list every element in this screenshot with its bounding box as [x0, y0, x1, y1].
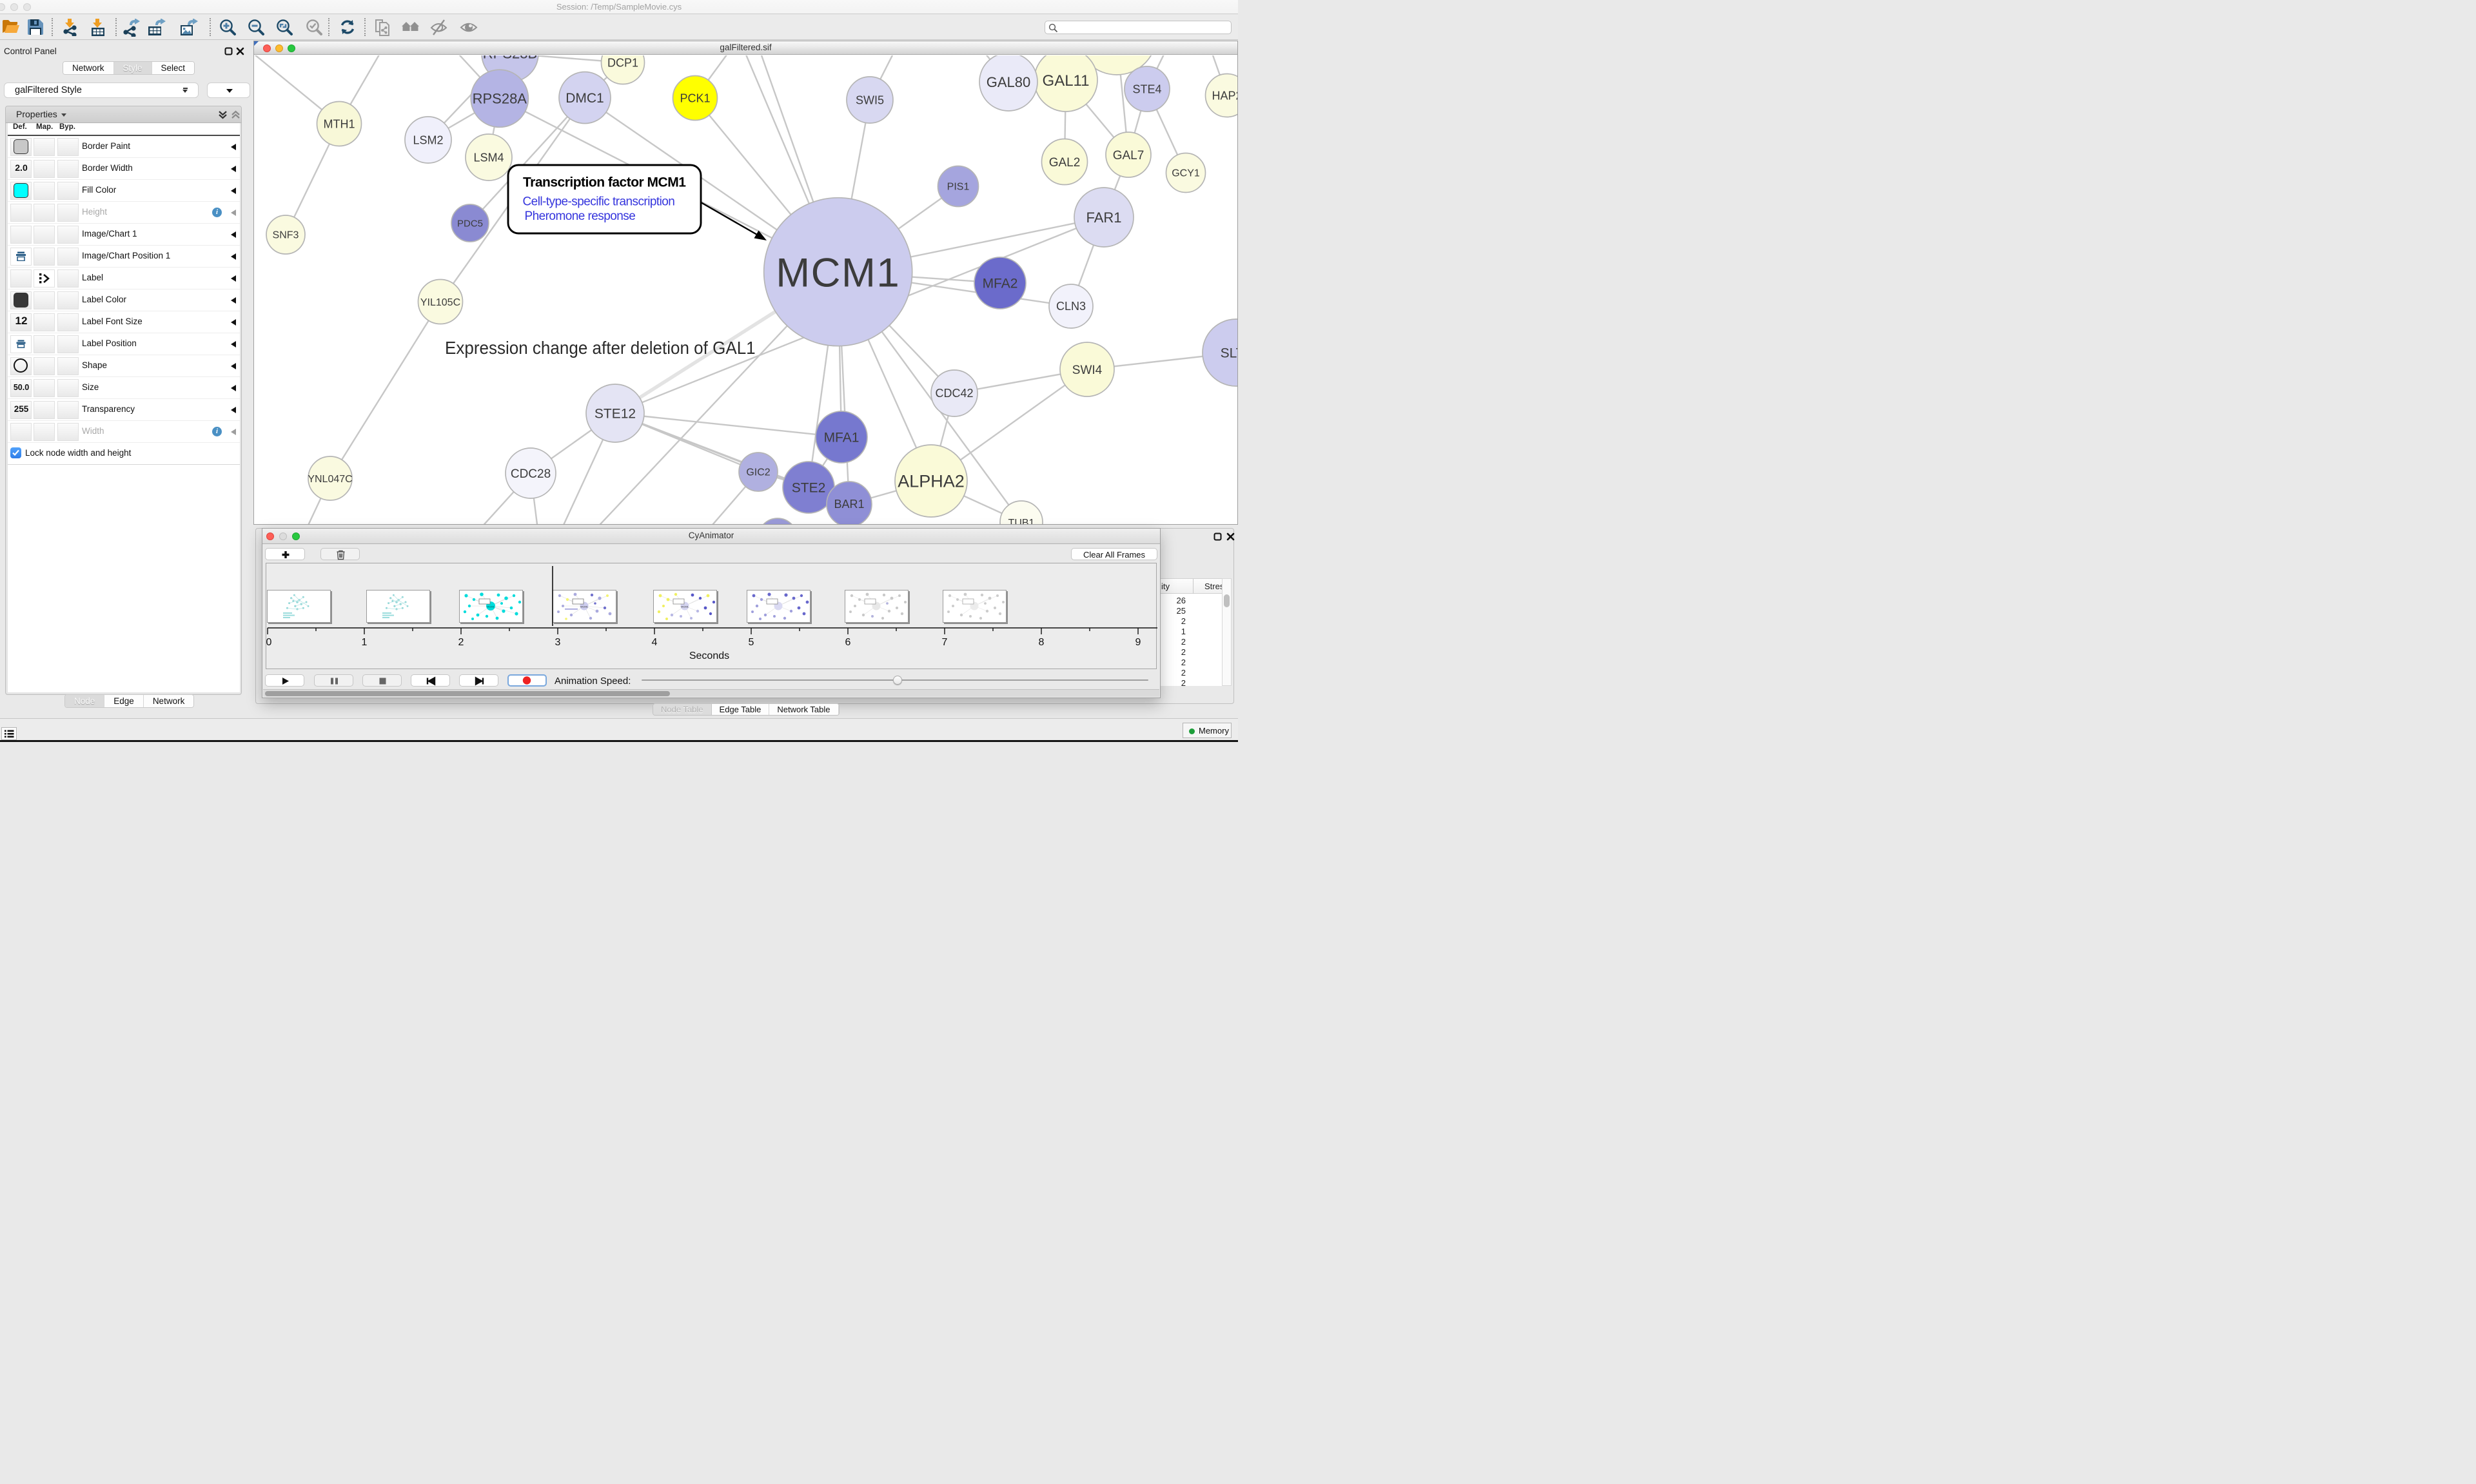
svg-text:MCM1: MCM1	[580, 605, 589, 609]
svg-text:RPS28A: RPS28A	[473, 91, 527, 107]
svg-text:SWI4: SWI4	[1072, 364, 1103, 377]
svg-text:SNF3: SNF3	[273, 230, 299, 241]
svg-text:STE2: STE2	[792, 481, 826, 496]
svg-text:Seconds: Seconds	[689, 650, 729, 661]
svg-text:PDC5: PDC5	[457, 219, 483, 229]
svg-text:PIS1: PIS1	[947, 182, 970, 193]
svg-text:GAL80: GAL80	[987, 74, 1031, 90]
svg-text:6: 6	[845, 637, 851, 648]
svg-text:GAL11: GAL11	[1043, 72, 1090, 90]
svg-text:8: 8	[1039, 637, 1045, 648]
svg-text:GAL7: GAL7	[1113, 149, 1145, 162]
svg-text:DCP1: DCP1	[607, 57, 638, 70]
svg-text:7: 7	[942, 637, 948, 648]
svg-text:4: 4	[652, 637, 658, 648]
svg-text:Transcription factor MCM1: Transcription factor MCM1	[523, 175, 686, 190]
svg-text:0: 0	[266, 637, 272, 648]
svg-text:BAR1: BAR1	[834, 498, 864, 511]
svg-text:CLN3: CLN3	[1056, 300, 1086, 313]
svg-text:5: 5	[749, 637, 754, 648]
svg-text:LSM2: LSM2	[413, 134, 443, 147]
svg-text:YIL105C: YIL105C	[420, 297, 460, 308]
svg-text:DMC1: DMC1	[565, 91, 604, 106]
svg-text:ALPHA2: ALPHA2	[898, 472, 965, 491]
svg-text:STE4: STE4	[1132, 83, 1161, 96]
svg-text:YNL047C: YNL047C	[308, 474, 352, 485]
svg-text:1: 1	[362, 637, 368, 648]
svg-text:MCM1: MCM1	[487, 605, 495, 609]
svg-text:CDC42: CDC42	[935, 387, 973, 400]
svg-text:Pheromone response: Pheromone response	[525, 210, 636, 223]
svg-text:CDC28: CDC28	[511, 467, 551, 481]
svg-text:LSM4: LSM4	[473, 151, 504, 164]
svg-text:MFA1: MFA1	[824, 431, 860, 445]
svg-text:MCM1: MCM1	[681, 605, 689, 609]
svg-text:TUB1: TUB1	[1008, 518, 1035, 524]
svg-text:GIC2: GIC2	[746, 467, 770, 478]
svg-text:SLT2: SLT2	[1221, 346, 1237, 361]
svg-text:MFA2: MFA2	[983, 277, 1018, 291]
svg-text:9: 9	[1135, 637, 1141, 648]
svg-text:GCY1: GCY1	[1172, 168, 1200, 179]
svg-text:GAL2: GAL2	[1049, 156, 1081, 170]
svg-text:MTH1: MTH1	[324, 118, 355, 131]
svg-text:FAR1: FAR1	[1086, 210, 1121, 226]
svg-text:MCM1: MCM1	[776, 251, 900, 296]
svg-text:SWI5: SWI5	[856, 94, 884, 107]
svg-text:2: 2	[458, 637, 464, 648]
svg-text:3: 3	[555, 637, 561, 648]
svg-text:HAP2: HAP2	[1212, 90, 1237, 103]
svg-text:STE12: STE12	[594, 407, 636, 422]
svg-text:PCK1: PCK1	[680, 92, 710, 105]
svg-text:Expression change after deleti: Expression change after deletion of GAL1	[445, 338, 756, 358]
svg-text:RPS28B: RPS28B	[483, 55, 537, 62]
svg-text:Cell-type-specific transcripti: Cell-type-specific transcription	[523, 195, 675, 209]
